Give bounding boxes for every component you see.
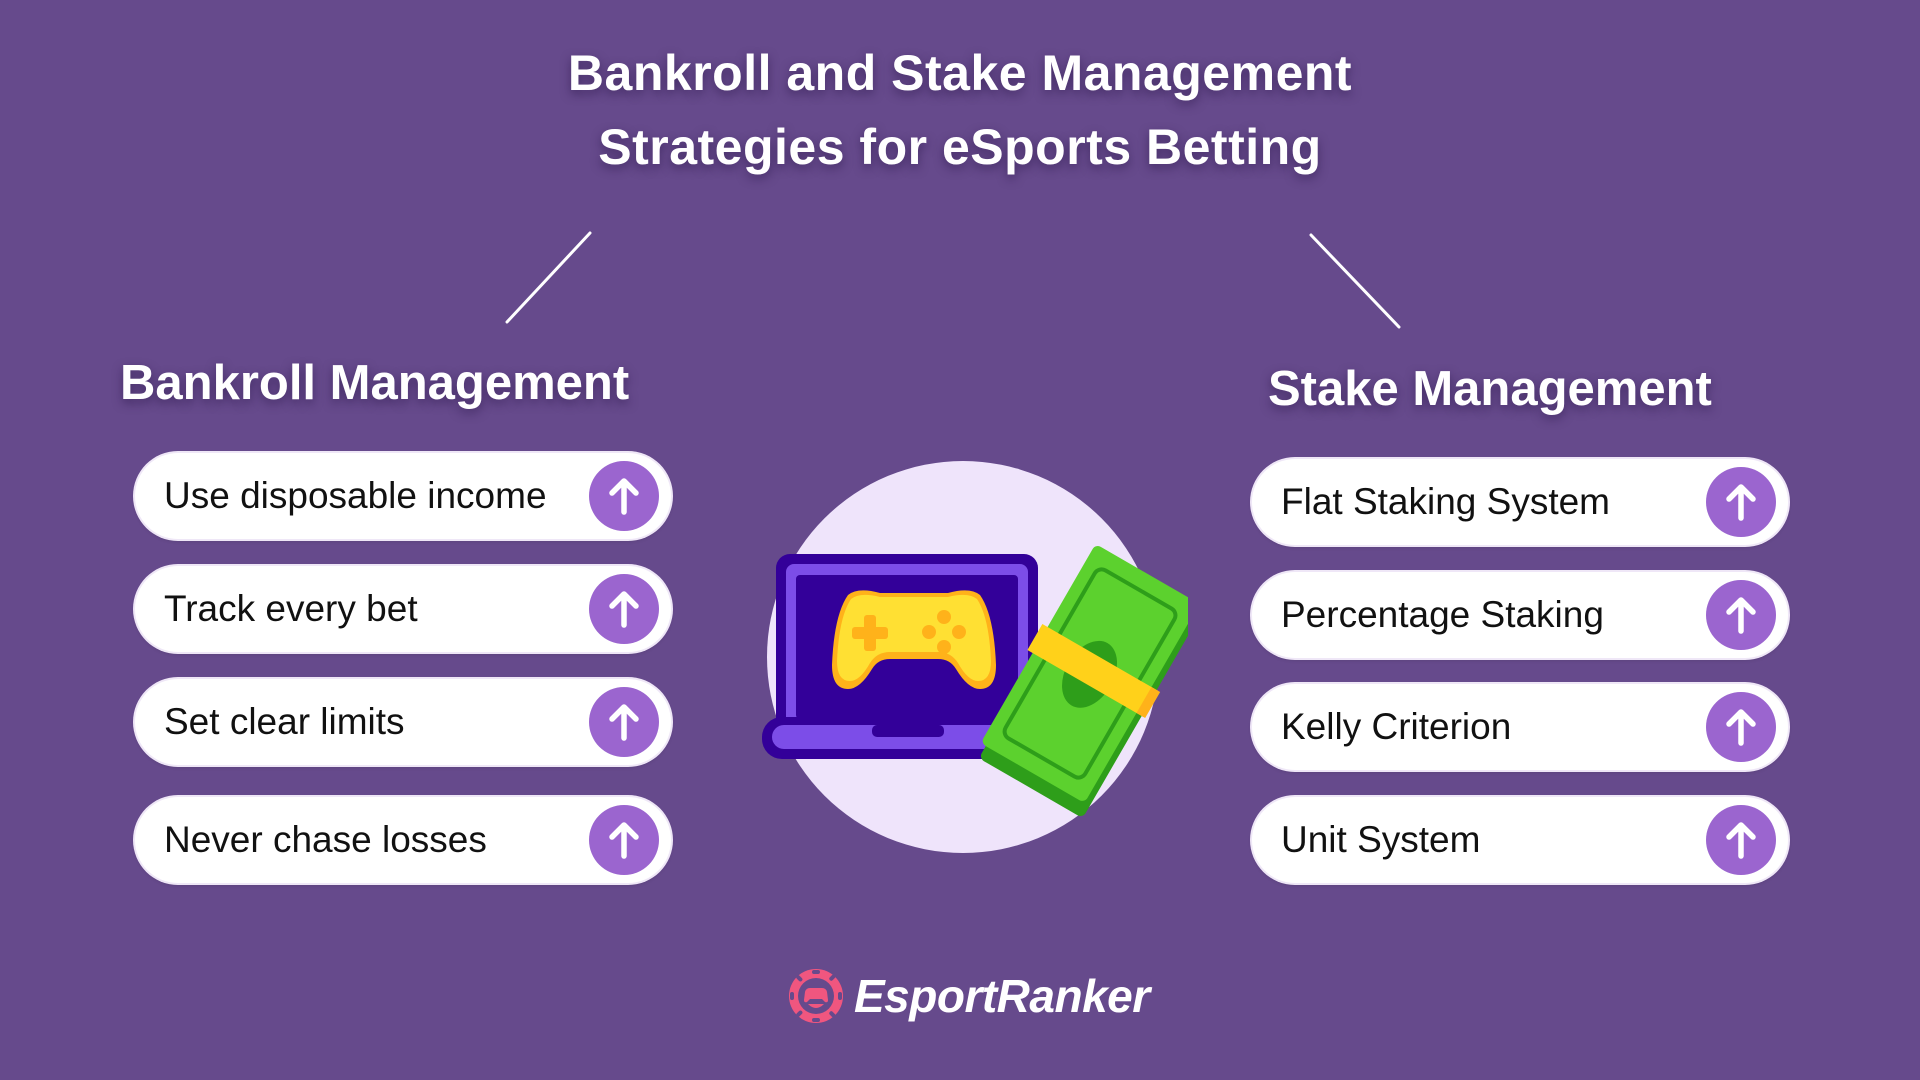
bankroll-item-track-every-bet[interactable]: Track every bet [135, 566, 671, 652]
page-title-line-2: Strategies for eSports Betting [598, 119, 1322, 175]
connector-line-left [505, 231, 592, 324]
pill-label: Kelly Criterion [1281, 706, 1512, 747]
arrow-up-icon[interactable] [1706, 692, 1776, 762]
pill-label: Never chase losses [164, 819, 487, 860]
connector-line-right [1309, 233, 1401, 329]
pill-label: Flat Staking System [1281, 481, 1611, 522]
bankroll-management-heading: Bankroll Management [120, 356, 630, 410]
esportranker-logo[interactable]: EsportRanker [788, 968, 1150, 1024]
page-title-line-1: Bankroll and Stake Management [567, 45, 1353, 101]
pill-label: Percentage Staking [1281, 594, 1604, 635]
pill-label: Unit System [1281, 819, 1481, 860]
poker-chip-gamepad-icon [789, 969, 843, 1023]
bankroll-item-never-chase-losses[interactable]: Never chase losses [135, 797, 671, 883]
pill-label: Track every bet [164, 588, 418, 629]
arrow-up-icon[interactable] [1706, 467, 1776, 537]
pill-label: Set clear limits [164, 701, 405, 742]
gamepad-icon [832, 590, 996, 689]
arrow-up-icon[interactable] [1706, 580, 1776, 650]
cash-stack-icon [980, 546, 1188, 816]
bankroll-item-set-clear-limits[interactable]: Set clear limits [135, 679, 671, 765]
arrow-up-icon[interactable] [1706, 805, 1776, 875]
stake-item-unit-system[interactable]: Unit System [1252, 797, 1788, 883]
stake-item-kelly-criterion[interactable]: Kelly Criterion [1252, 684, 1788, 770]
arrow-up-icon[interactable] [589, 687, 659, 757]
esports-betting-illustration [762, 461, 1188, 853]
stake-item-percentage-staking[interactable]: Percentage Staking [1252, 572, 1788, 658]
stake-management-heading: Stake Management [1268, 362, 1712, 416]
logo-wordmark: EsportRanker [854, 970, 1150, 1022]
pill-label: Use disposable income [164, 475, 547, 516]
stake-item-flat-staking-system[interactable]: Flat Staking System [1252, 459, 1788, 545]
arrow-up-icon[interactable] [589, 574, 659, 644]
bankroll-item-use-disposable-income[interactable]: Use disposable income [135, 453, 671, 539]
arrow-up-icon[interactable] [589, 805, 659, 875]
arrow-up-icon[interactable] [589, 461, 659, 531]
